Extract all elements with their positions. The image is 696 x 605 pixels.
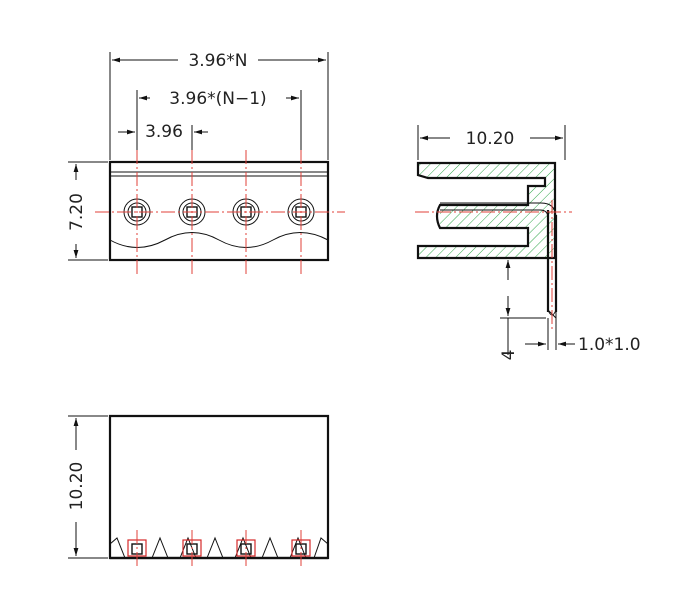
- side-view: 10.20 4 1.0*1.0: [415, 125, 641, 360]
- bottom-height-label: 10.20: [67, 462, 87, 511]
- pin-length-label: 4: [499, 350, 519, 361]
- pitch-label: 3.96: [145, 122, 183, 142]
- overall-width-label: 3.96*N: [188, 51, 247, 71]
- bottom-view: 10.20: [67, 414, 330, 568]
- side-depth-label: 10.20: [466, 129, 515, 149]
- inner-span-label: 3.96*(N−1): [169, 89, 266, 109]
- front-view: 3.96*N 3.96*(N−1) 3.96 7.20: [67, 51, 345, 275]
- front-height-label: 7.20: [67, 193, 87, 231]
- pin-section-label: 1.0*1.0: [578, 335, 641, 355]
